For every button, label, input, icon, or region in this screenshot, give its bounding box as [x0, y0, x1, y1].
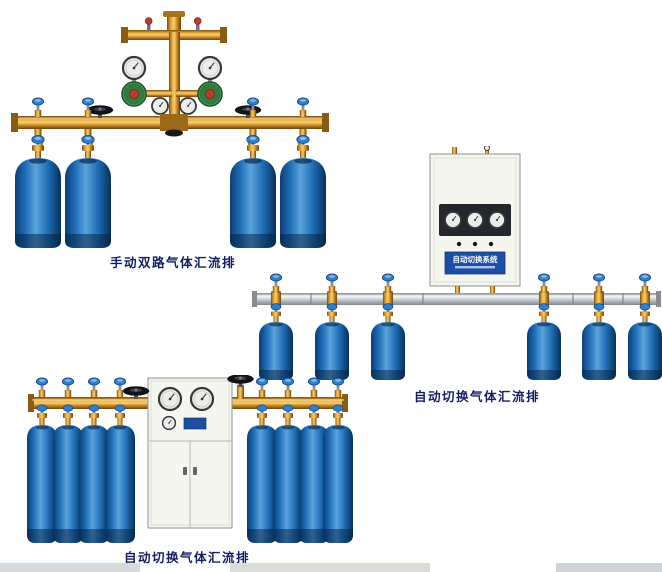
- auto-manifold-wall-photo: 自动切换系统: [252, 146, 662, 381]
- pressure-gauge: [488, 211, 506, 229]
- gas-regulator: [121, 81, 147, 107]
- aluminum-manifold-pipe: [252, 291, 661, 307]
- figure-auto-switch-manifold-floor: 自动切换气体汇流排: [22, 375, 356, 565]
- blue-valve-cap: [35, 377, 49, 398]
- gas-cylinder: [104, 404, 136, 544]
- blue-valve-cap: [325, 273, 339, 294]
- red-valve-knob: [193, 17, 202, 25]
- regulator-station: [121, 55, 223, 115]
- pressure-gauge: [444, 211, 462, 229]
- figure-auto-switch-manifold-wall: 自动切换系统: [252, 146, 662, 404]
- top-header-piping: [121, 11, 227, 118]
- pressure-gauge: [189, 386, 215, 412]
- figure-manual-dual-manifold: 手动双路气体汇流排: [8, 6, 338, 270]
- gas-cylinder: [627, 303, 662, 381]
- gas-cylinder: [14, 135, 62, 249]
- gas-cylinder: [314, 303, 350, 381]
- cabinet-name-plate: [183, 417, 207, 430]
- gas-cylinder: [322, 404, 354, 544]
- blue-valve-cap: [281, 377, 295, 398]
- pressure-gauge: [161, 415, 177, 431]
- pressure-gauge: [157, 386, 183, 412]
- blue-valve-cap: [87, 377, 101, 398]
- blue-valve-cap: [638, 273, 652, 294]
- blue-valve-cap: [537, 273, 551, 294]
- blue-valve-cap: [592, 273, 606, 294]
- red-valve-knob: [144, 17, 153, 25]
- gas-cylinder: [581, 303, 617, 381]
- blue-valve-cap: [269, 273, 283, 294]
- pressure-gauge: [197, 55, 223, 81]
- caption-auto-switch-manifold-floor: 自动切换气体汇流排: [123, 551, 250, 565]
- blue-valve-cap: [307, 377, 321, 398]
- blue-valve-cap: [255, 377, 269, 398]
- gas-cylinders: [258, 303, 662, 381]
- valves: [35, 375, 345, 400]
- floor-cabinet: [147, 377, 233, 529]
- cylinder-stations: [269, 273, 652, 306]
- cabinet-label-text: 自动切换系统: [453, 254, 498, 264]
- manual-manifold-photo: [11, 11, 329, 249]
- door-handle: [183, 467, 187, 475]
- blue-valve-cap: [381, 273, 395, 294]
- blue-valve-cap: [331, 377, 345, 398]
- cropped-bottom-image-right: [556, 563, 662, 572]
- cabinet-name-plate: [444, 251, 506, 275]
- cropped-bottom-image-middle: [230, 563, 430, 572]
- pressure-gauge: [121, 55, 147, 81]
- pressure-gauge: [151, 97, 169, 115]
- cropped-bottom-image-left: [0, 563, 140, 572]
- auto-manifold-floor-photo: [26, 375, 354, 544]
- blue-valve-cap: [31, 97, 45, 118]
- gas-cylinder: [370, 303, 406, 381]
- gas-cylinder: [26, 404, 58, 544]
- main-manifold-pipe: [11, 113, 329, 137]
- gas-cylinder: [258, 303, 294, 381]
- gas-cylinder: [52, 404, 84, 544]
- gas-regulator: [197, 81, 223, 107]
- blue-valve-cap: [113, 377, 127, 398]
- caption-auto-switch-manifold-wall: 自动切换气体汇流排: [413, 390, 540, 404]
- gas-cylinder: [526, 303, 562, 381]
- pressure-gauge: [466, 211, 484, 229]
- blue-valve-cap: [61, 377, 75, 398]
- gas-cylinder: [78, 404, 110, 544]
- gas-cylinder: [246, 404, 278, 544]
- caption-manual-dual-manifold: 手动双路气体汇流排: [109, 256, 236, 270]
- blue-valve-cap: [296, 97, 310, 118]
- pressure-gauge: [179, 97, 197, 115]
- center-riser-pipe: [169, 32, 180, 118]
- door-handle: [193, 467, 197, 475]
- gas-cylinder: [272, 404, 304, 544]
- gas-cylinder: [64, 135, 112, 249]
- control-cabinet: 自动切换系统: [429, 146, 521, 294]
